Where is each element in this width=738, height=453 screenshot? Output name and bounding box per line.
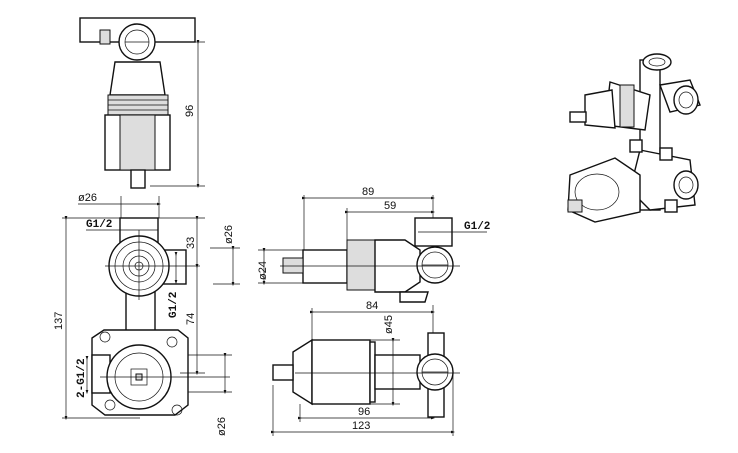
dim-dia26-bottom: ø26 (216, 417, 228, 436)
isometric-view (567, 53, 701, 223)
dim-96-side: 96 (358, 406, 370, 418)
dim-137: 137 (53, 312, 65, 330)
dim-59: 59 (384, 200, 396, 212)
dim-123: 123 (352, 420, 370, 432)
dim-dia45: ø45 (383, 315, 395, 334)
dim-dia24: ø24 (257, 261, 269, 280)
dim-89: 89 (362, 186, 374, 198)
dim-74: 74 (185, 313, 197, 325)
label-g12-side-view: G1/2 (464, 221, 490, 233)
top-view: 96 (79, 17, 205, 189)
dim-84: 84 (366, 300, 378, 312)
dim-dia26-right: ø26 (223, 225, 235, 244)
label-g12-top: G1/2 (86, 219, 112, 231)
front-view: ø26 G1/2 137 33 74 G1/2 ø26 2-G1 (53, 192, 240, 436)
dim-33: 33 (185, 237, 197, 249)
label-2-g12: 2-G1/2 (76, 358, 88, 398)
dim-dia26-top: ø26 (78, 192, 97, 204)
dim-96-top: 96 (184, 105, 196, 117)
label-g12-side: G1/2 (168, 292, 180, 318)
side-view: 89 59 G1/2 ø24 84 ø45 96 12 (257, 186, 490, 436)
